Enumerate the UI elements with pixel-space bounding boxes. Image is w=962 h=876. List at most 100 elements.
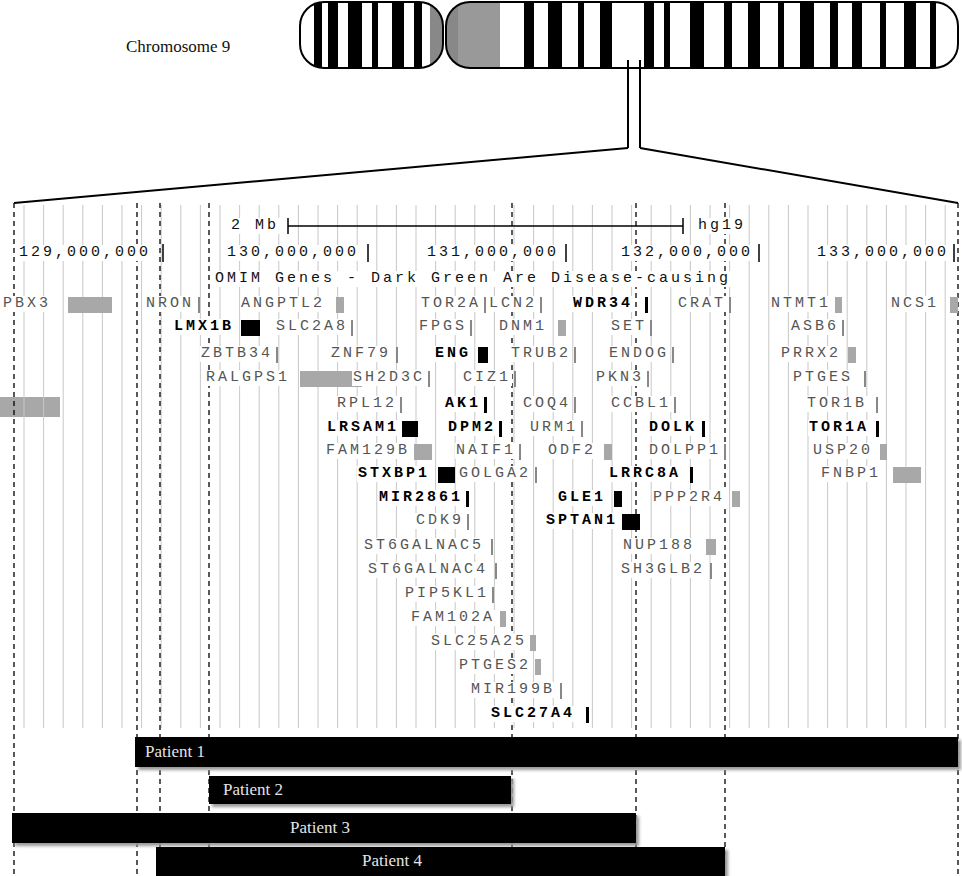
gene-tick: [702, 421, 705, 437]
gene-name: LCN2: [488, 296, 538, 312]
gene-name: ST6GALNAC4: [367, 562, 489, 578]
gene-name: GOLGA2: [458, 466, 532, 482]
coordinate-tick: [565, 244, 567, 262]
gene-name: SLC25A25: [430, 634, 528, 650]
gene-name: SET: [610, 319, 648, 335]
gene-tick: [198, 297, 200, 313]
gene-tick: [466, 491, 469, 507]
gene-name: FPGS: [418, 319, 468, 335]
deletion-bar: Patient 1: [135, 737, 958, 767]
track-title: OMIM Genes - Dark Green Are Disease-caus…: [214, 271, 732, 287]
gene-box: [622, 514, 640, 530]
gene-name: TOR1B: [806, 396, 868, 412]
gene-box: [0, 397, 60, 417]
gene-name: PTGES2: [458, 658, 532, 674]
scale-bar: [288, 225, 683, 227]
gene-box: [706, 539, 716, 555]
gene-name: SH3GLB2: [620, 562, 706, 578]
gene-tick: [400, 397, 402, 413]
gene-tick: [499, 421, 502, 437]
gene-name: TOR1A: [808, 420, 870, 436]
gene-name: DOLK: [648, 420, 698, 436]
grid-line: [82, 205, 83, 728]
gene-name: LRSAM1: [326, 420, 400, 436]
gene-name: RALGPS1: [205, 370, 291, 386]
coordinate: 129,000,000: [18, 245, 152, 261]
gene-name: COQ4: [522, 396, 572, 412]
gene-name: MIR199B: [470, 682, 556, 698]
gene-name: ODF2: [547, 443, 597, 459]
patient-label: Patient 4: [362, 851, 725, 871]
gene-tick: [484, 297, 486, 313]
gene-name: LMX1B: [173, 319, 235, 335]
grid-line: [180, 205, 181, 728]
gene-box: [535, 659, 541, 675]
grid-line: [749, 205, 750, 728]
q-arm: [446, 2, 958, 68]
gene-box: [68, 297, 112, 313]
gene-box: [604, 444, 612, 460]
gene-box: [558, 320, 566, 336]
gene-tick: [470, 320, 472, 336]
gene-name: WDR34: [572, 296, 634, 312]
gene-name: LRRC8A: [608, 466, 682, 482]
gene-name: CCBL1: [610, 396, 672, 412]
grid-line: [122, 205, 123, 728]
gene-tick: [672, 347, 674, 363]
gene-tick: [519, 444, 521, 460]
gene-name: SLC2A8: [275, 319, 349, 335]
grid-line: [808, 205, 809, 728]
gene-tick: [650, 320, 652, 336]
gene-name: RPL12: [336, 396, 398, 412]
gene-tick: [674, 397, 676, 413]
scale-tick: [682, 218, 684, 234]
gene-box: [402, 421, 418, 437]
grid-line: [200, 205, 201, 728]
gene-tick: [276, 347, 278, 363]
gene-name: NTMT1: [770, 296, 832, 312]
gene-tick: [492, 587, 494, 603]
grid-line: [945, 205, 946, 728]
gene-name: PRRX2: [780, 346, 842, 362]
coordinate-tick: [953, 244, 955, 262]
gene-name: NCS1: [890, 296, 940, 312]
gene-tick: [540, 297, 542, 313]
p-arm: [300, 2, 443, 68]
gene-tick: [876, 421, 879, 437]
gene-name: STXBP1: [357, 466, 431, 482]
gene-name: ENDOG: [608, 346, 670, 362]
gene-box: [336, 297, 344, 313]
gene-box: [880, 444, 887, 460]
gene-name: AK1: [444, 396, 482, 412]
coordinate: 133,000,000: [816, 245, 950, 261]
scale-label: 2 Mb: [230, 218, 280, 234]
gene-box: [530, 635, 536, 651]
patient-label: Patient 1: [145, 742, 958, 762]
gene-name: ENG: [434, 346, 472, 362]
gene-name: USP20: [812, 443, 874, 459]
gene-tick: [574, 397, 576, 413]
gene-box: [414, 444, 432, 460]
grid-line: [161, 205, 162, 728]
gene-name: FNBP1: [820, 466, 882, 482]
gene-name: ASB6: [790, 319, 840, 335]
gene-tick: [729, 297, 731, 313]
coordinate-tick: [758, 244, 760, 262]
gene-box: [950, 297, 958, 313]
gene-tick: [647, 371, 649, 387]
gene-name: ZNF79: [330, 346, 392, 362]
gene-name: SPTAN1: [545, 513, 619, 529]
gene-tick: [467, 514, 469, 530]
grid-line: [63, 205, 64, 728]
zoom-lines: [14, 60, 958, 203]
gene-name: DNM1: [498, 319, 548, 335]
coordinate: 130,000,000: [226, 245, 360, 261]
gene-name: PTGES: [792, 370, 854, 386]
gene-tick: [645, 297, 648, 313]
scale-tick: [287, 218, 289, 234]
gene-box: [438, 467, 455, 483]
gene-box: [893, 467, 921, 483]
deletion-bar: Patient 4: [156, 847, 725, 876]
gene-tick: [495, 563, 497, 579]
deletion-bar: Patient 3: [12, 813, 636, 843]
